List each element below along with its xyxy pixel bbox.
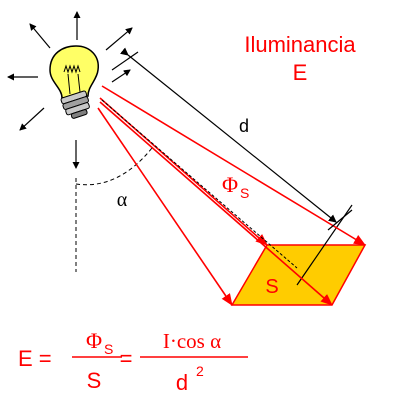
formula-lhs: E = <box>18 346 52 371</box>
distance-tick-end <box>327 209 353 231</box>
ray-arrow-up-left <box>29 23 51 49</box>
flux-symbol: Φ <box>222 172 238 197</box>
formula-equals: = <box>120 346 133 371</box>
bulb-base <box>60 90 90 119</box>
formula-frac2-denominator-exponent: 2 <box>196 363 204 379</box>
central-ray-dashed <box>101 99 298 269</box>
title-line1: Iluminancia <box>244 32 356 57</box>
ray-to-far-right <box>101 85 366 246</box>
formula-frac2-denominator: d <box>176 370 188 395</box>
formula-frac1-numerator-symbol: Φ <box>86 328 102 353</box>
ray-arrow-right <box>111 69 131 83</box>
surface-label: S <box>265 276 278 298</box>
formula-frac2-numerator: I·cos α <box>163 329 221 353</box>
bulb-filament <box>63 64 81 95</box>
distance-dimension-line <box>120 47 337 223</box>
ray-arrow-down-left <box>19 107 45 131</box>
distance-label: d <box>239 116 249 136</box>
flux-subscript: S <box>240 185 249 201</box>
distance-tick-start <box>111 51 139 71</box>
formula-frac1-denominator: S <box>87 368 102 393</box>
flux-label: Φ S <box>222 172 249 201</box>
title-line2: E <box>293 60 308 85</box>
ray-arrow-up-right <box>105 27 133 51</box>
formula-frac1-numerator-subscript: S <box>104 341 113 357</box>
illuminance-formula: E = Φ S S = I·cos α d 2 <box>18 328 248 395</box>
light-bulb-icon <box>49 45 99 119</box>
angle-label: α <box>117 189 128 211</box>
angle-arc <box>75 147 153 186</box>
bulb-glass <box>49 45 99 99</box>
